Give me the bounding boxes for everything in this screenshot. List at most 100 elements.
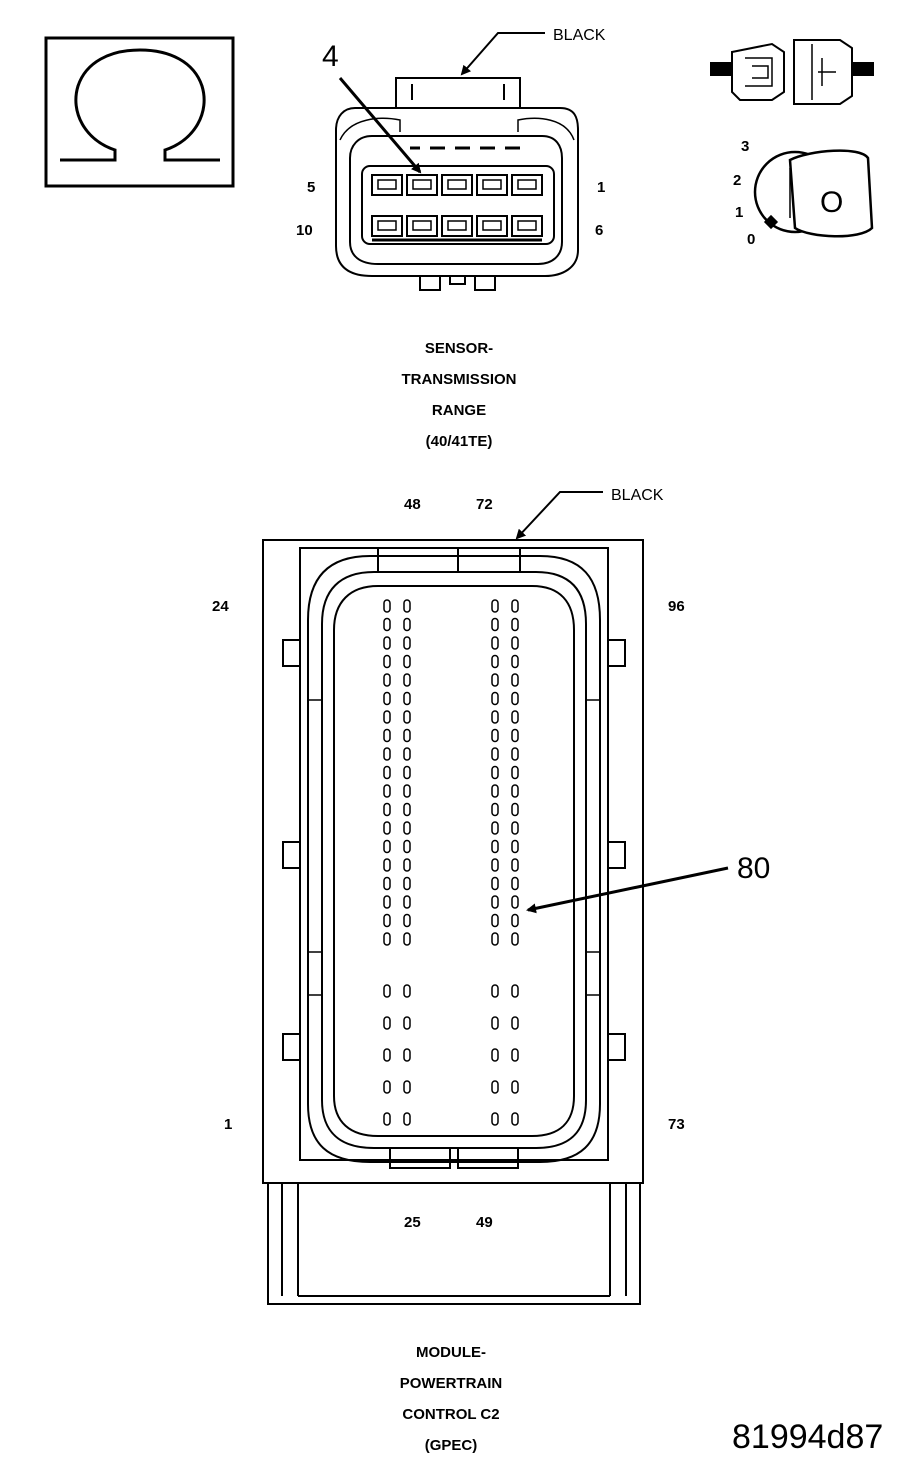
pin-cavity (383, 932, 391, 946)
pin-cavity (383, 1048, 391, 1062)
pin-cavity (403, 1048, 411, 1062)
pin-cavity (403, 784, 411, 798)
pin-cavity (491, 932, 499, 946)
pin-cavity (383, 913, 391, 928)
pin-cavity (511, 673, 519, 687)
pin-cavity (403, 1112, 411, 1126)
transmission-range-sensor-connector: BLACK (296, 27, 606, 450)
pin-cavity (403, 984, 411, 998)
pin-cavity (383, 636, 391, 650)
connector-1-caption-line-3: RANGE (432, 402, 486, 419)
pin-cavity (383, 821, 391, 835)
pin-cavity (403, 876, 411, 891)
figure-id: 81994d87 (732, 1418, 883, 1456)
connector-2-caption-line-3: CONTROL C2 (402, 1406, 499, 1423)
pin-cavity (511, 895, 519, 909)
connector-1-caption-line-4: (40/41TE) (426, 433, 493, 450)
pin-cavity (491, 984, 499, 998)
pin-cavity (511, 636, 519, 650)
pin-cavity (491, 765, 499, 780)
pin-cavity (511, 617, 519, 632)
pin-cavity (491, 636, 499, 650)
connector-1-pin-10-label: 10 (296, 222, 313, 239)
pin-cavity (491, 784, 499, 798)
pin-cavity (383, 876, 391, 891)
pin-cavity (491, 839, 499, 854)
pin-cavity (403, 895, 411, 909)
connector-2-pin-73-label: 73 (668, 1116, 685, 1133)
pin-cavity (511, 932, 519, 946)
pin-cavity (383, 1016, 391, 1030)
pin-cavity (403, 1016, 411, 1030)
pin-cavity (383, 858, 391, 872)
pin-cavity (403, 617, 411, 632)
pin-cavity (491, 1048, 499, 1062)
ignition-position-0: 0 (747, 231, 755, 248)
pin-cavity (403, 728, 411, 743)
pin-cavity (383, 802, 391, 817)
connector-1-top-row-cavities (371, 174, 543, 196)
pin-cavity (491, 876, 499, 891)
pin-cavity (511, 765, 519, 780)
pin-cavity (491, 599, 499, 613)
pin-cavity (511, 876, 519, 891)
connector-2-caption-line-2: POWERTRAIN (400, 1375, 503, 1392)
connector-1-caption-line-1: SENSOR- (425, 340, 493, 357)
pin-cavity (403, 747, 411, 761)
connector-2-color-label: BLACK (611, 487, 664, 504)
ignition-position-2: 2 (733, 172, 741, 189)
connector-1-color-label: BLACK (553, 27, 606, 44)
connector-2-pin-72-label: 72 (476, 496, 493, 513)
connector-1-pin-5-label: 5 (307, 179, 315, 196)
pin-cavity (491, 1112, 499, 1126)
pin-cavity (383, 654, 391, 669)
pin-cavity (511, 802, 519, 817)
pin-cavity (403, 691, 411, 706)
pin-cavity (383, 599, 391, 613)
connector-1-caption-line-2: TRANSMISSION (401, 371, 516, 388)
pin-cavity (403, 1080, 411, 1094)
pin-cavity (403, 673, 411, 687)
ignition-position-1: 1 (735, 204, 743, 221)
pin-cavity (403, 932, 411, 946)
pin-cavity (511, 691, 519, 706)
connector-2-pin-48-label: 48 (404, 496, 421, 513)
pin-cavity (383, 673, 391, 687)
connector-2-pin-49-label: 49 (476, 1214, 493, 1231)
pin-cavity (491, 747, 499, 761)
pin-cavity (383, 765, 391, 780)
pin-cavity (491, 858, 499, 872)
pin-cavity (491, 710, 499, 724)
pin-cavity (511, 654, 519, 669)
pin-cavity (491, 821, 499, 835)
pin-cavity (491, 1080, 499, 1094)
connector-2-pin-24-label: 24 (212, 598, 229, 615)
pin-cavity (403, 654, 411, 669)
pin-cavity (511, 1112, 519, 1126)
pin-cavity (491, 895, 499, 909)
pin-cavity (511, 710, 519, 724)
pin-cavity (511, 747, 519, 761)
pin-cavity (403, 765, 411, 780)
pin-cavity (491, 691, 499, 706)
connector-1-callout-pin-label: 4 (322, 40, 339, 73)
disconnected-connector-icon (710, 39, 874, 105)
pin-cavity (491, 802, 499, 817)
pin-cavity (491, 654, 499, 669)
connector-2-caption-line-4: (GPEC) (425, 1437, 478, 1454)
connector-2-callout-pin-label: 80 (737, 852, 770, 885)
pin-cavity (491, 673, 499, 687)
ignition-key-label: O (820, 186, 843, 219)
pin-cavity (511, 984, 519, 998)
pin-cavity (403, 821, 411, 835)
pin-cavity (491, 1016, 499, 1030)
connector-2-pin-25-label: 25 (404, 1214, 421, 1231)
pin-cavity (511, 1048, 519, 1062)
pin-cavity (383, 784, 391, 798)
pin-cavity (511, 728, 519, 743)
connector-2-pin-cavities (383, 599, 519, 1126)
pin-cavity (403, 858, 411, 872)
pin-cavity (383, 1080, 391, 1094)
connector-2-pin-1-label: 1 (224, 1116, 232, 1133)
pin-cavity (403, 710, 411, 724)
